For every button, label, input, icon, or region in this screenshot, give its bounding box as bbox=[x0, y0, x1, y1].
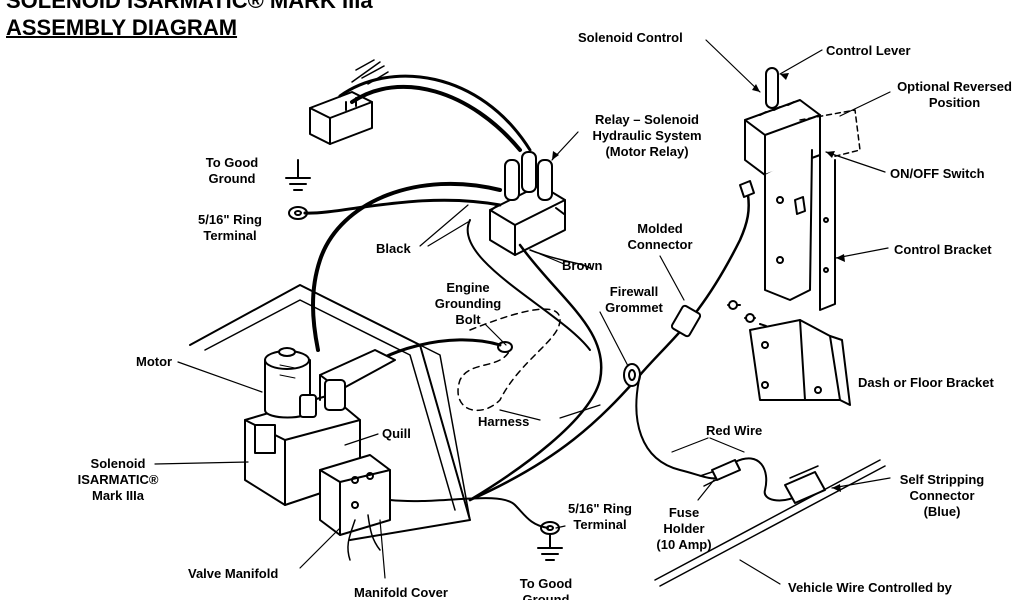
battery-cable bbox=[350, 84, 522, 152]
label-black: Black bbox=[376, 241, 411, 256]
ground-top-icon bbox=[285, 159, 311, 220]
label-dash-floor-bracket: Dash or Floor Bracket bbox=[858, 375, 994, 390]
molded-connector-icon bbox=[670, 304, 702, 338]
red-wire bbox=[635, 374, 719, 480]
brown-wire bbox=[529, 249, 591, 269]
label-quill: Quill bbox=[382, 426, 411, 441]
ground-bottom-icon bbox=[537, 521, 563, 561]
label-to-good-ground-bottom-line1: To Good bbox=[519, 576, 573, 591]
label-self-strip-line3: (Blue) bbox=[923, 504, 961, 519]
label-vehicle-wire: Vehicle Wire Controlled by bbox=[788, 580, 952, 595]
arrow-heads bbox=[552, 73, 845, 492]
battery-icon bbox=[309, 59, 389, 145]
leader-lines bbox=[154, 39, 891, 585]
label-solenoid-isarmatic: Solenoid ISARMATIC® Mark IIIa bbox=[76, 456, 160, 504]
relay-icon bbox=[489, 151, 566, 256]
label-control-bracket: Control Bracket bbox=[894, 242, 992, 257]
label-solenoid-control: Solenoid Control bbox=[578, 30, 683, 45]
diagram-title-line1: SOLENOID ISARMATIC® MARK IIIa bbox=[6, 0, 373, 13]
label-firewall-line1: Firewall bbox=[609, 284, 659, 299]
label-fuse-line1: Fuse bbox=[668, 505, 700, 520]
label-relay-line3: (Motor Relay) bbox=[605, 144, 689, 159]
label-brown: Brown bbox=[562, 258, 603, 273]
label-solenoid-line2: ISARMATIC® bbox=[77, 472, 159, 487]
label-to-good-ground-bottom-line2: Ground bbox=[522, 592, 570, 600]
label-firewall-grommet: Firewall Grommet bbox=[596, 284, 672, 316]
label-relay: Relay – Solenoid Hydraulic System (Motor… bbox=[580, 112, 714, 160]
label-molded-connector-line2: Connector bbox=[627, 237, 693, 252]
diagram-title-line2: ASSEMBLY DIAGRAM bbox=[6, 15, 238, 40]
self-stripping-connector-icon bbox=[784, 465, 826, 504]
label-self-stripping-connector: Self Stripping Connector (Blue) bbox=[890, 472, 994, 520]
engine-outline bbox=[457, 308, 561, 411]
label-control-lever: Control Lever bbox=[826, 43, 911, 58]
label-ring-terminal-bottom-line2: Terminal bbox=[573, 517, 627, 532]
label-solenoid-line3: Mark IIIa bbox=[91, 488, 145, 503]
label-molded-connector-line1: Molded bbox=[637, 221, 683, 236]
label-solenoid-line1: Solenoid bbox=[90, 456, 146, 471]
fuse-holder-icon bbox=[699, 459, 741, 487]
label-manifold-cover: Manifold Cover bbox=[354, 585, 448, 600]
label-engine-bolt-line2: Grounding bbox=[434, 296, 502, 311]
label-engine-bolt-line3: Bolt bbox=[455, 312, 481, 327]
harness-wire-2 bbox=[466, 219, 591, 351]
vehicle-wire-2 bbox=[659, 465, 886, 587]
label-ring-terminal-bottom: 5/16" Ring Terminal bbox=[558, 501, 642, 533]
ground-cable-bottom bbox=[389, 497, 549, 529]
label-ring-terminal-top-line2: Terminal bbox=[203, 228, 257, 243]
ground-cable-top bbox=[303, 198, 502, 215]
label-relay-line1: Relay – Solenoid bbox=[594, 112, 700, 127]
label-motor: Motor bbox=[136, 354, 173, 369]
label-optional-reversed: Optional Reversed Position bbox=[885, 79, 1024, 111]
valve-manifold-icon bbox=[319, 454, 391, 561]
label-ring-terminal-top: 5/16" Ring Terminal bbox=[188, 212, 272, 244]
label-to-good-ground-top: To Good Ground bbox=[196, 155, 268, 187]
label-firewall-line2: Grommet bbox=[605, 300, 663, 315]
label-to-good-ground-bottom: To Good Ground bbox=[508, 576, 584, 600]
label-fuse-line3: (10 Amp) bbox=[656, 537, 712, 552]
label-self-strip-line2: Connector bbox=[909, 488, 975, 503]
label-valve-manifold: Valve Manifold bbox=[188, 566, 279, 581]
label-to-good-ground-top-line1: To Good bbox=[205, 155, 259, 170]
label-engine-bolt-line1: Engine bbox=[446, 280, 490, 295]
label-fuse-line2: Holder bbox=[663, 521, 705, 536]
label-on-off-switch: ON/OFF Switch bbox=[890, 166, 985, 181]
label-relay-line2: Hydraulic System bbox=[592, 128, 702, 143]
label-molded-connector: Molded Connector bbox=[620, 221, 700, 253]
label-self-strip-line1: Self Stripping bbox=[899, 472, 985, 487]
control-wire bbox=[468, 193, 750, 502]
battery-cable-2 bbox=[338, 74, 532, 152]
label-engine-grounding-bolt: Engine Grounding Bolt bbox=[428, 280, 508, 328]
label-ring-terminal-top-line1: 5/16" Ring bbox=[198, 212, 262, 227]
label-harness: Harness bbox=[478, 414, 530, 429]
label-red-wire: Red Wire bbox=[706, 423, 763, 438]
red-wire-2 bbox=[734, 457, 801, 502]
harness-wire bbox=[468, 243, 603, 502]
black-cable bbox=[311, 181, 502, 352]
label-fuse-holder: Fuse Holder (10 Amp) bbox=[650, 505, 718, 553]
label-to-good-ground-top-line2: Ground bbox=[208, 171, 256, 186]
label-optional-reversed-line2: Position bbox=[928, 95, 981, 110]
label-optional-reversed-line1: Optional Reversed bbox=[897, 79, 1012, 94]
label-ring-terminal-bottom-line1: 5/16" Ring bbox=[568, 501, 632, 516]
dash-bracket-icon bbox=[727, 300, 851, 406]
grounding-bolt-icon bbox=[497, 341, 513, 353]
vehicle-wire bbox=[654, 459, 881, 581]
control-bracket-icon bbox=[739, 139, 836, 311]
